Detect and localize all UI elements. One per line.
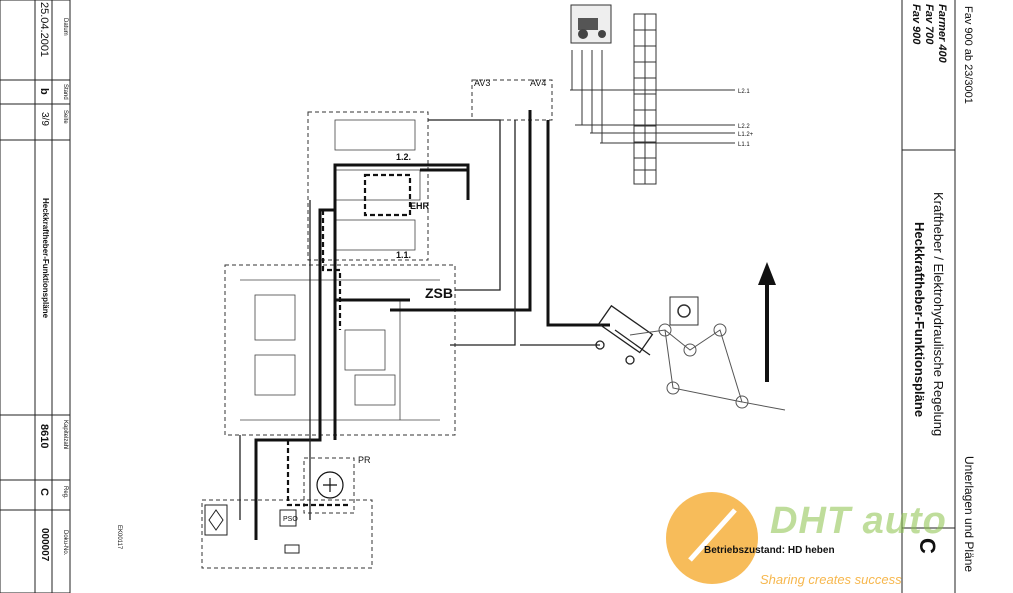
return-lines (239, 119, 600, 520)
hdr-datum: Datum (62, 18, 68, 36)
model-line-3: Fav 700 (923, 4, 935, 45)
linkage-arms (629, 323, 786, 411)
tractor-icon (570, 4, 612, 44)
diagram-labels: AV3 AV4 ZSB EHR 1.2. 1.1. PR PSO L2.1 L2… (116, 78, 754, 550)
title-block-left (0, 0, 71, 593)
title-block-right (901, 0, 956, 593)
watermark-slogan: Sharing creates success (760, 572, 902, 587)
section-heading: Kraftheber / Elektrohydraulische Regelun… (931, 192, 946, 437)
implement-icon (669, 296, 699, 326)
label-ehr: EHR (410, 201, 430, 211)
side-text: Unterlagen und Pläne (962, 456, 976, 573)
model-line-4: Fav 900 (910, 4, 922, 45)
hdr-kapitel: Kapitelzahl (62, 420, 68, 450)
watermark-logo (666, 492, 758, 584)
tank-filter (204, 504, 300, 554)
label-av4: AV4 (530, 78, 546, 88)
label-pso: PSO (283, 516, 298, 523)
label-pr: PR (358, 455, 371, 465)
value-doku: 000007 (39, 528, 50, 562)
pump-symbol (316, 471, 344, 499)
hdr-stand: Stand (62, 84, 68, 100)
label-l11: L1.1 (738, 142, 750, 148)
pressure-lines (254, 110, 610, 540)
operating-state: Betriebszustand: HD heben (704, 545, 835, 556)
value-kapitel: 8610 (38, 424, 50, 449)
label-v11: 1.1. (396, 250, 411, 260)
hdr-seite: Seite (62, 110, 68, 124)
model-line-2: Farmer 400 (936, 4, 948, 63)
hdr-doku: Doku-No. (62, 530, 68, 556)
pilot-lines (286, 173, 412, 507)
section-subheading: Heckkraftheber-Funktionspläne (912, 222, 927, 418)
drawing-ref: EK00117 (116, 525, 122, 550)
watermark-brand: DHT auto (770, 500, 947, 542)
label-av3: AV3 (474, 78, 490, 88)
zsb-internals (240, 119, 440, 421)
lift-cylinder (595, 304, 654, 365)
connector-strip (570, 13, 735, 185)
label-l22: L2.2 (738, 124, 750, 130)
document-title: Heckkraftheber-Funktionspläne (41, 198, 50, 319)
hdr-reg: Reg. (62, 486, 68, 499)
value-reg: C (38, 488, 50, 496)
label-v12: 1.2. (396, 152, 411, 162)
label-l12p: L1.2+ (738, 132, 754, 138)
model-line-1: Fav 900 ab 23/3001 (962, 6, 974, 104)
value-datum: 25.04.2001 (38, 2, 50, 58)
label-l21: L2.1 (738, 89, 750, 95)
label-zsb: ZSB (425, 285, 453, 301)
valve-block-dashed (201, 79, 553, 569)
value-seite: 3/9 (39, 112, 50, 126)
lift-direction-arrow (758, 262, 776, 382)
value-stand: b (38, 88, 50, 95)
